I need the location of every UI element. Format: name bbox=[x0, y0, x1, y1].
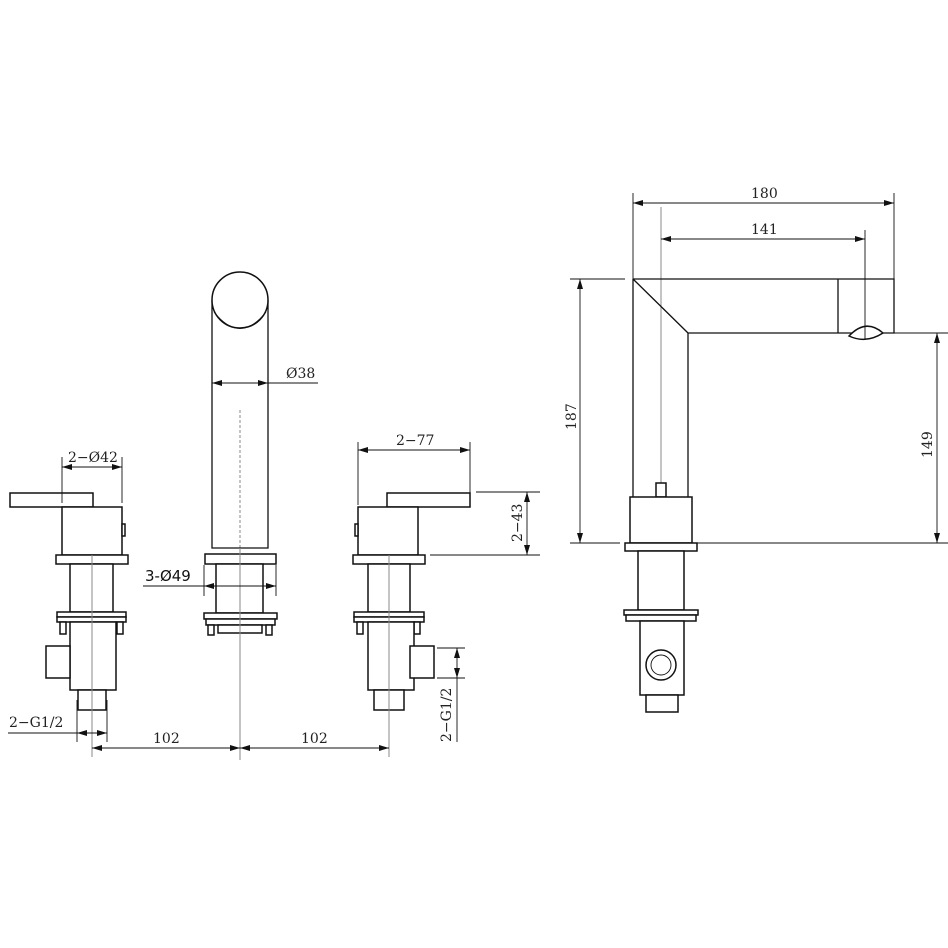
side-inlet-port bbox=[645, 649, 677, 681]
handle-height-label: 2−43 bbox=[510, 504, 526, 542]
aerator bbox=[847, 325, 885, 341]
spout-reach-label: 141 bbox=[751, 222, 778, 238]
right-handle-body bbox=[357, 506, 419, 556]
left-inlet-thread-label: 2−G1/2 bbox=[9, 715, 63, 731]
left-handle-body bbox=[61, 506, 123, 556]
right-side-outlet bbox=[409, 645, 435, 679]
right-inlet-thread-label: 2−G1/2 bbox=[439, 688, 455, 742]
side-view-dimensions: 180 141 187 149 bbox=[564, 186, 948, 544]
spout-top bbox=[211, 271, 269, 329]
handle-diameter-label: 2−Ø42 bbox=[68, 450, 118, 466]
left-lever bbox=[9, 492, 94, 508]
side-pin bbox=[655, 482, 667, 498]
spout-front-view bbox=[203, 271, 278, 760]
right-spacing-label: 102 bbox=[301, 731, 328, 747]
left-spacing-label: 102 bbox=[153, 731, 180, 747]
faucet-side-view bbox=[623, 207, 895, 713]
side-spout-body bbox=[632, 278, 895, 497]
outlet-height-label: 149 bbox=[920, 431, 936, 458]
front-view-dimensions: Ø38 3-Ø49 2−Ø42 2−77 2−43 2−G1/2 2−G1/2 … bbox=[8, 366, 540, 751]
handle-length-label: 2−77 bbox=[396, 433, 434, 449]
overall-reach-label: 180 bbox=[751, 186, 778, 202]
spout-diameter-label: Ø38 bbox=[286, 366, 315, 382]
left-side-outlet bbox=[45, 645, 71, 679]
right-valve-front-view bbox=[352, 492, 471, 757]
right-lever bbox=[386, 492, 471, 508]
left-valve-front-view bbox=[9, 492, 129, 757]
base-diameter-label: 3-Ø49 bbox=[145, 567, 191, 585]
overall-height-label: 187 bbox=[564, 403, 580, 430]
